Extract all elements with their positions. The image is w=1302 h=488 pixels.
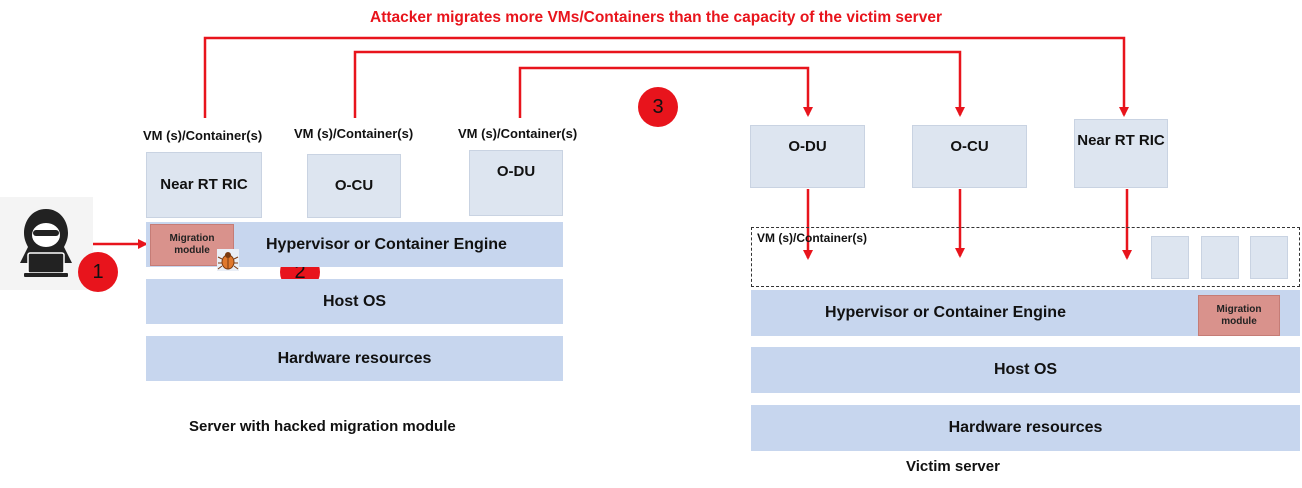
right-hardware-layer: Hardware resources xyxy=(751,405,1300,451)
right-hypervisor-label: Hypervisor or Container Engine xyxy=(825,304,1066,321)
left-host-os-layer: Host OS xyxy=(146,279,563,324)
vm-label-ocu: VM (s)/Container(s) xyxy=(294,126,414,141)
hacker-icon xyxy=(0,197,93,290)
vm-label-odu: VM (s)/Container(s) xyxy=(458,126,578,141)
arrow-o-du xyxy=(518,66,813,118)
left-server-caption: Server with hacked migration module xyxy=(189,418,456,435)
bug-icon xyxy=(217,249,239,271)
right-vm-area-label: VM (s)/Container(s) xyxy=(757,231,868,245)
step-1-marker: 1 xyxy=(78,252,118,292)
arrow-o-cu xyxy=(353,50,965,118)
vm-slot-3 xyxy=(1250,236,1288,279)
right-near-rt-ric-box: Near RT RIC xyxy=(1074,119,1168,188)
vm-slot-1 xyxy=(1151,236,1189,279)
right-o-cu-box: O-CU xyxy=(912,125,1027,188)
vm-label-ric: VM (s)/Container(s) xyxy=(143,128,263,143)
left-hypervisor-label: Hypervisor or Container Engine xyxy=(266,235,507,253)
right-server-caption: Victim server xyxy=(906,458,1000,475)
diagram-title: Attacker migrates more VMs/Containers th… xyxy=(370,9,942,26)
step-3-marker: 3 xyxy=(638,87,678,127)
arrow-near-rt-ric xyxy=(203,36,1129,118)
left-o-cu-box: O-CU xyxy=(307,154,401,218)
left-near-rt-ric-box: Near RT RIC xyxy=(146,152,262,218)
right-vm-container-area xyxy=(751,227,1300,287)
vm-slot-2 xyxy=(1201,236,1239,279)
right-migration-module: Migration module xyxy=(1198,295,1280,336)
left-o-du-box: O-DU xyxy=(469,150,563,216)
right-host-os-layer: Host OS xyxy=(751,347,1300,393)
right-o-du-box: O-DU xyxy=(750,125,865,188)
left-hardware-layer: Hardware resources xyxy=(146,336,563,381)
